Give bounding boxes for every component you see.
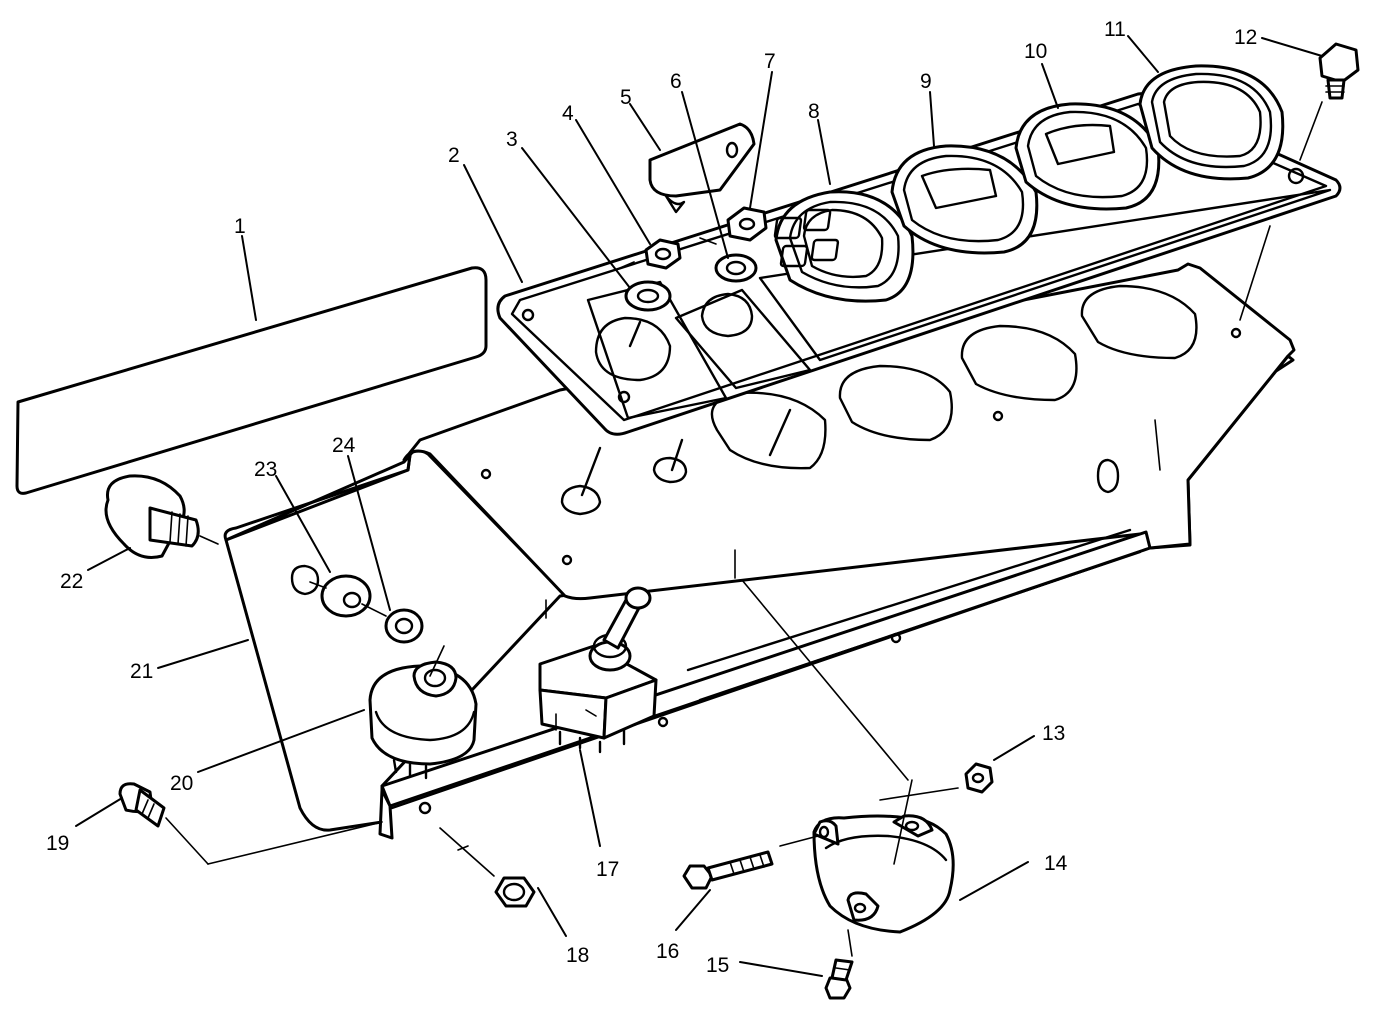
part-hardware-small (619, 206, 768, 312)
part-knob-22 (104, 474, 219, 559)
part-screw-15 (824, 958, 854, 1000)
callout-label-17: 17 (596, 858, 619, 881)
part-dash-panel (223, 262, 1296, 840)
callout-label-23: 23 (254, 458, 277, 481)
callout-label-7: 7 (764, 50, 776, 73)
part-washers-23-24 (309, 574, 424, 644)
callout-label-10: 10 (1024, 40, 1047, 63)
callout-label-19: 19 (46, 832, 69, 855)
callout-label-5: 5 (620, 86, 632, 109)
part-toggle-switch-17 (538, 586, 658, 754)
assembly-centerlines (165, 225, 1271, 957)
part-gauge-11 (1138, 64, 1285, 181)
callout-label-22: 22 (60, 570, 83, 593)
part-nut-18 (439, 827, 536, 908)
part-bolt-16 (682, 850, 774, 890)
callout-label-1: 1 (234, 215, 246, 238)
callout-label-24: 24 (332, 434, 356, 457)
callout-leaders (75, 35, 1323, 977)
part-screw-12 (1299, 42, 1360, 161)
part-rotary-switch-20 (368, 645, 478, 780)
callout-label-12: 12 (1234, 26, 1257, 49)
callout-label-11: 11 (1104, 18, 1126, 41)
callout-label-9: 9 (920, 70, 932, 93)
callout-label-21: 21 (130, 660, 153, 683)
callout-label-4: 4 (562, 102, 574, 125)
callout-label-3: 3 (506, 128, 518, 151)
part-screw-19 (118, 782, 166, 828)
part-decal-strip (15, 266, 488, 495)
callout-label-6: 6 (670, 70, 682, 93)
callout-labels: 1 2 3 4 5 6 7 8 9 10 11 12 13 14 15 16 1… (46, 18, 1257, 977)
part-nut-13 (964, 762, 994, 794)
callout-label-15: 15 (706, 954, 729, 977)
callout-label-20: 20 (170, 772, 193, 795)
callout-label-18: 18 (566, 944, 589, 967)
callout-label-13: 13 (1042, 722, 1065, 745)
part-clamp-bracket-14 (812, 814, 955, 934)
part-gauge-10 (1014, 102, 1161, 211)
part-cover-5 (648, 122, 756, 214)
callout-label-8: 8 (808, 100, 820, 123)
callout-label-2: 2 (448, 144, 460, 167)
callout-label-16: 16 (656, 940, 679, 963)
callout-label-14: 14 (1044, 852, 1068, 875)
part-indicator-light-cluster (773, 190, 915, 303)
part-gauge-9 (890, 144, 1039, 255)
